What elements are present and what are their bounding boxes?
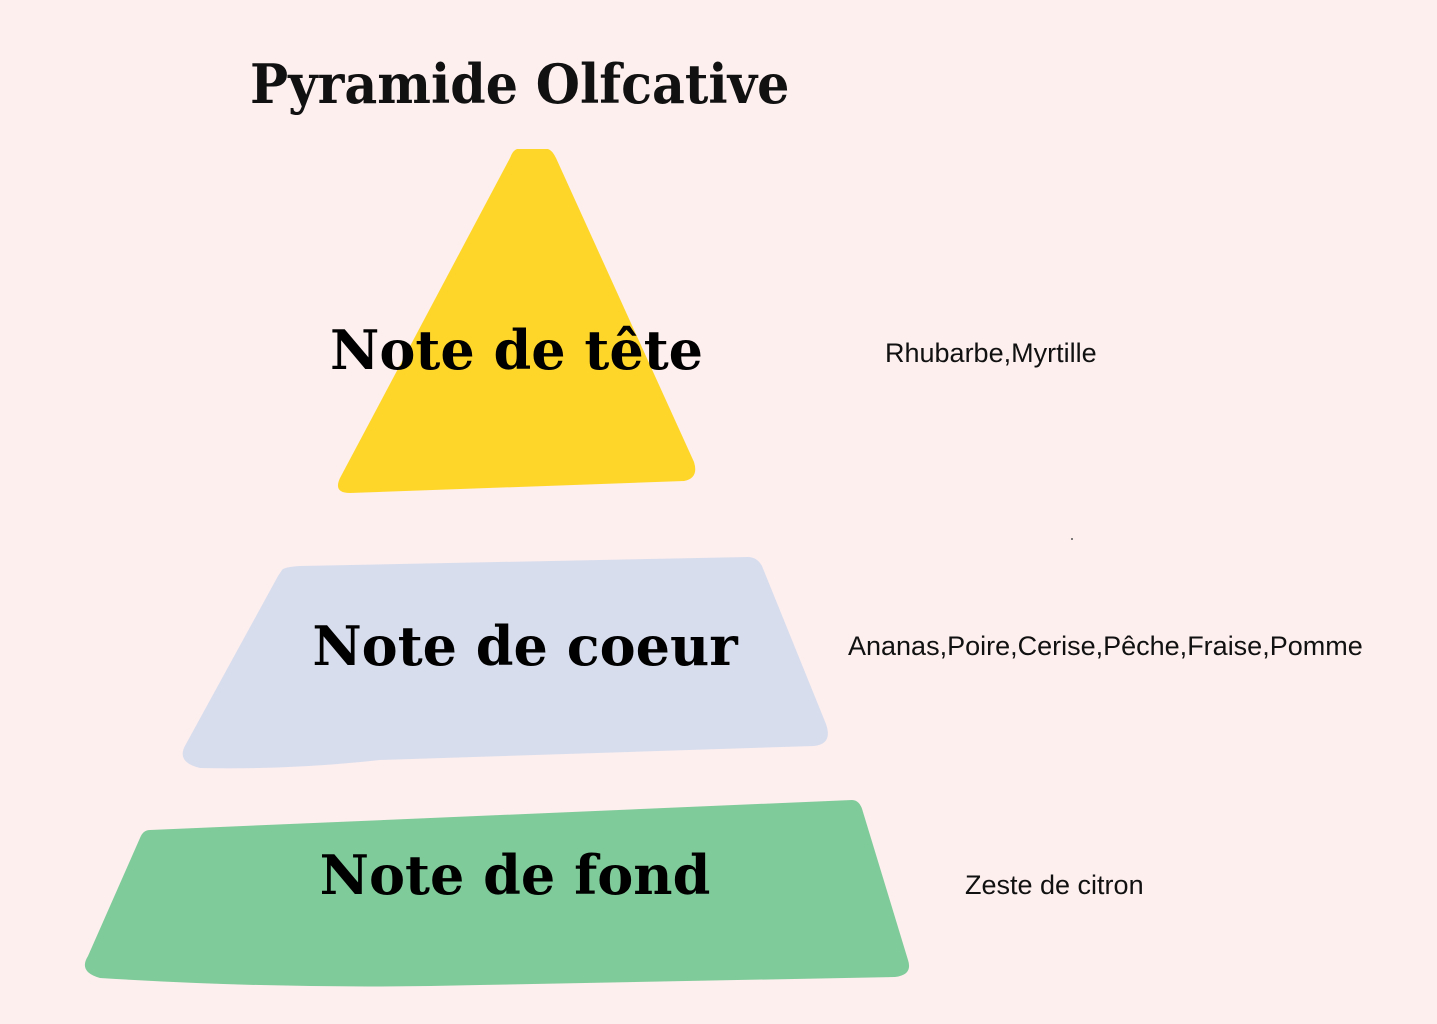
stray-dot xyxy=(1071,538,1073,540)
base-note-shape xyxy=(84,800,910,987)
base-note-label: Note de fond xyxy=(319,843,711,907)
top-note-label: Note de tête xyxy=(330,318,703,382)
heart-note-shape xyxy=(182,557,828,769)
heart-note-label: Note de coeur xyxy=(312,614,738,678)
heart-note-ingredients: Ananas,Poire,Cerise,Pêche,Fraise,Pomme xyxy=(848,631,1363,661)
page-title: Pyramide Olfcative xyxy=(250,52,790,116)
top-note-shape xyxy=(337,149,696,493)
base-note-ingredients: Zeste de citron xyxy=(965,870,1144,900)
top-note-ingredients: Rhubarbe,Myrtille xyxy=(885,338,1097,368)
